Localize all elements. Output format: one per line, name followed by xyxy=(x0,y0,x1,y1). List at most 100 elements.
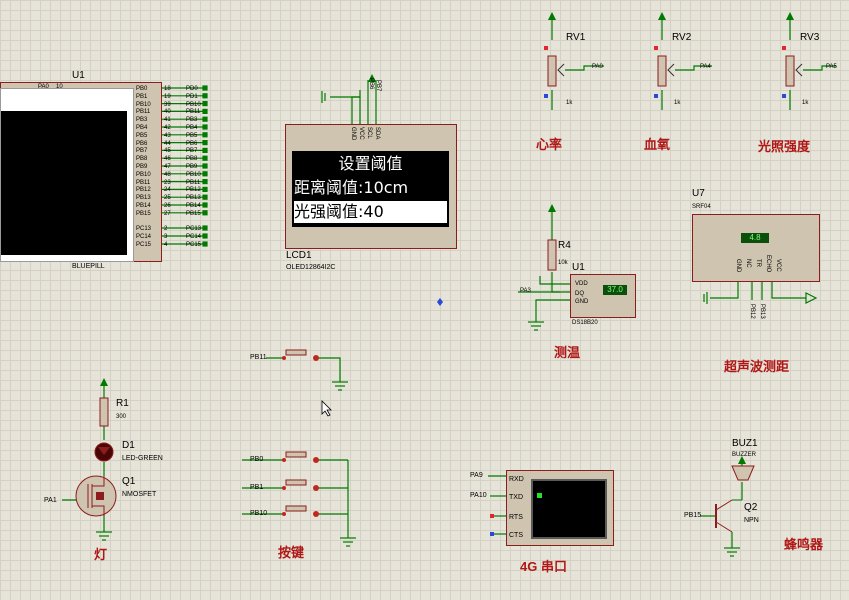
ds-net: PA3 xyxy=(520,286,531,296)
caption-heart-rate: 心率 xyxy=(536,134,562,153)
ds-readout: 37.0 xyxy=(603,285,627,295)
button3-net: PB10 xyxy=(250,509,267,519)
caption-blood-oxygen: 血氧 xyxy=(644,134,670,153)
ultrasonic-ref: U7 xyxy=(692,188,705,199)
us-pin-nc: NC xyxy=(743,259,753,268)
oled-line-distance: 距离阈值:10cm xyxy=(294,177,447,199)
mcu-net-marker-a-8 xyxy=(203,148,207,152)
mcu-net-marker-a-14 xyxy=(203,195,207,199)
led-net: PA1 xyxy=(44,496,57,506)
ds-ref: U1 xyxy=(572,262,585,273)
oled-display[interactable]: 设置阈值 距离阈值:10cm 光强阈值:40 GND VCC SCL SDA xyxy=(285,124,457,249)
rv2-net: PA4 xyxy=(700,62,711,72)
button2-net: PB1 xyxy=(250,483,263,493)
us-pin-gnd: GND xyxy=(733,259,743,272)
oled-screen: 设置阈值 距离阈值:10cm 光强阈值:40 xyxy=(292,151,449,227)
q1-ref: Q1 xyxy=(122,476,135,487)
mcu-net-marker-a-13 xyxy=(203,187,207,191)
gsm-net-pa9: PA9 xyxy=(470,471,483,481)
mcu-net-marker-a-15 xyxy=(203,203,207,207)
mcu-net-marker-a-1 xyxy=(203,94,207,98)
rv2-value: 1k xyxy=(674,98,680,108)
oled-line-light: 光强阈值:40 xyxy=(294,201,447,223)
mcu-net-a-16: PB15 xyxy=(186,209,201,219)
caption-light: 灯 xyxy=(94,544,107,563)
us-pin-tr: TR xyxy=(753,259,763,267)
gsm-pin-rts: RTS xyxy=(509,513,523,523)
rv3-ref: RV3 xyxy=(800,32,819,43)
mcu-net-marker-a-11 xyxy=(203,172,207,176)
mcu-net-marker-a-6 xyxy=(203,133,207,137)
caption-light-intensity: 光照强度 xyxy=(758,136,810,155)
oled-ref: LCD1 xyxy=(286,250,312,261)
mcu-net-marker-a-7 xyxy=(203,141,207,145)
popup-display xyxy=(1,111,127,255)
caption-buzzer: 蜂鸣器 xyxy=(784,534,823,553)
ultrasonic-model: SRF04 xyxy=(692,202,711,212)
caption-temperature: 测温 xyxy=(554,342,580,361)
mcu-net-marker-a-16 xyxy=(203,211,207,215)
r1-ref: R1 xyxy=(116,398,129,409)
mcu-net-b-2: PC15 xyxy=(186,240,201,250)
mcu-net-marker-b-2 xyxy=(203,242,207,246)
gsm-module[interactable]: RXD TXD RTS CTS xyxy=(506,470,614,546)
mcu-name: BLUEPILL xyxy=(72,262,105,272)
ds-pin-gnd: GND xyxy=(575,297,588,307)
gsm-pin-txd: TXD xyxy=(509,493,523,503)
d1-type: LED-GREEN xyxy=(122,454,163,464)
q2-ref: Q2 xyxy=(744,502,757,513)
mcu-net-marker-b-1 xyxy=(203,234,207,238)
mcu-net-marker-a-5 xyxy=(203,125,207,129)
gsm-terminal xyxy=(531,479,607,539)
rv1-net: PA0 xyxy=(592,62,603,72)
ds-pin-vdd: VDD xyxy=(575,279,588,289)
us-net-pb12: PB12 xyxy=(747,304,757,319)
oled-pin-sda: SDA xyxy=(372,127,382,139)
mcu-pin-a-16: PB15 xyxy=(136,209,151,219)
caption-buttons: 按键 xyxy=(278,542,304,561)
us-pin-vcc: VCC xyxy=(773,259,783,272)
r4-value: 10k xyxy=(558,258,568,268)
q2-type: NPN xyxy=(744,516,759,526)
buz1-type: BUZZER xyxy=(732,450,756,460)
gsm-pin-cts: CTS xyxy=(509,531,523,541)
ds18b20-sensor[interactable]: 37.0 VDD DQ GND xyxy=(570,274,636,318)
rv2-ref: RV2 xyxy=(672,32,691,43)
r4-ref: R4 xyxy=(558,240,571,251)
us-net-pb13: PB13 xyxy=(757,304,767,319)
mcu-pin-num-b-2: 4 xyxy=(164,240,167,250)
mcu-net-marker-a-10 xyxy=(203,164,207,168)
popup-window[interactable] xyxy=(0,88,134,262)
mcu-net-marker-a-12 xyxy=(203,180,207,184)
buz1-ref: BUZ1 xyxy=(732,438,758,449)
mcu-net-marker-a-4 xyxy=(203,117,207,121)
caption-ultrasonic: 超声波测距 xyxy=(724,356,789,375)
gsm-net-pa10: PA10 xyxy=(470,491,487,501)
mcu-net-marker-a-0 xyxy=(203,86,207,90)
mcu-pin-b-2: PC15 xyxy=(136,240,151,250)
mcu-net-marker-b-0 xyxy=(203,226,207,230)
button1-net: PB0 xyxy=(250,455,263,465)
button-single-net: PB11 xyxy=(250,353,267,363)
d1-ref: D1 xyxy=(122,440,135,451)
ultrasonic-readout: 4.8 xyxy=(741,233,769,243)
rv1-ref: RV1 xyxy=(566,32,585,43)
oled-net-pb7: PB7 xyxy=(373,80,383,91)
q1-type: NMOSFET xyxy=(122,490,156,500)
gsm-pin-rxd: RXD xyxy=(509,475,524,485)
mcu-pin-num-a-16: 27 xyxy=(164,209,171,219)
us-pin-echo: ECHO xyxy=(763,255,773,272)
ds-model: DS18B20 xyxy=(572,318,598,328)
mcu-net-marker-a-3 xyxy=(203,109,207,113)
caption-4g-serial: 4G 串口 xyxy=(520,556,567,575)
oled-line-title: 设置阈值 xyxy=(294,153,447,175)
oled-model: OLED12864I2C xyxy=(286,263,335,273)
r1-value: 300 xyxy=(116,412,126,422)
mcu-ref: U1 xyxy=(72,70,85,81)
mcu-net-marker-a-2 xyxy=(203,102,207,106)
rv3-net: PA5 xyxy=(826,62,837,72)
ultrasonic-sensor[interactable]: 4.8 GND NC TR ECHO VCC xyxy=(692,214,820,282)
rv3-value: 1k xyxy=(802,98,808,108)
buzzer-net: PB15 xyxy=(684,511,701,521)
mcu-net-marker-a-9 xyxy=(203,156,207,160)
